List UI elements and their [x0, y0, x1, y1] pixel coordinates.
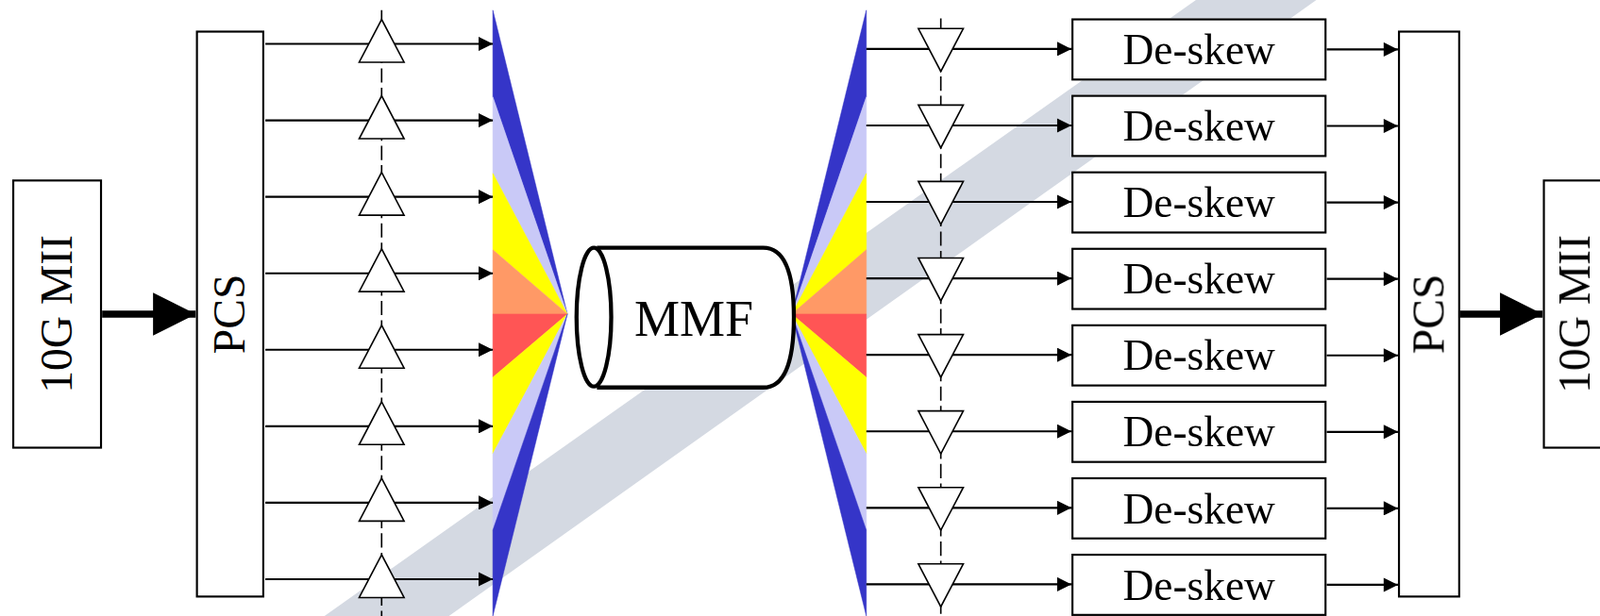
node-label: 10G MII — [1552, 235, 1599, 394]
fiber-label-node: MMF — [612, 267, 776, 370]
laser-driver-symbol — [359, 555, 405, 598]
fan-slice — [791, 173, 867, 315]
fan-slice — [492, 97, 568, 315]
node-label: PCS — [207, 274, 253, 355]
connector-arrow — [1326, 278, 1398, 281]
connector-arrow — [1326, 354, 1398, 357]
deskew-box: De-skew — [1071, 324, 1327, 388]
fan-slice — [791, 250, 867, 315]
fiber-cylinder — [576, 248, 794, 388]
connector-arrow — [1326, 431, 1398, 434]
node-label: De-skew — [1122, 28, 1275, 71]
receiver-amp-symbol — [918, 488, 964, 531]
node-label: De-skew — [1122, 257, 1275, 301]
fan-slice — [492, 250, 568, 315]
receiver-amp-symbol — [918, 257, 964, 301]
fan-slice — [492, 314, 568, 616]
deskew-box: De-skew — [1071, 17, 1327, 81]
lane-line — [866, 124, 1072, 127]
laser-driver-symbol — [359, 249, 405, 292]
receiver-amp-symbol — [918, 411, 964, 455]
node-label: MMF — [634, 292, 754, 344]
lane-line — [866, 277, 1072, 280]
connector-arrow — [1326, 124, 1398, 127]
node-label: De-skew — [1122, 104, 1275, 148]
deskew-box: De-skew — [1071, 554, 1327, 616]
deskew-box: De-skew — [1071, 401, 1327, 464]
beam-fan — [791, 10, 867, 616]
pcs-box: PCS — [1397, 30, 1461, 598]
connector-arrow — [1326, 507, 1398, 510]
deskew-box: De-skew — [1071, 95, 1327, 158]
interface-box: 10G MII — [12, 179, 102, 449]
node-label: De-skew — [1122, 181, 1275, 224]
node-label: 10G MII — [34, 235, 81, 394]
lane-line — [866, 583, 1072, 586]
fan-slice — [492, 10, 568, 315]
lane-line — [866, 48, 1072, 51]
connector-arrow — [1460, 310, 1544, 319]
signal-lines — [265, 10, 1072, 616]
laser-driver-symbol — [359, 19, 405, 63]
fan-slice — [791, 314, 867, 616]
deskew-box: De-skew — [1071, 477, 1327, 540]
laser-driver-symbol — [359, 172, 405, 216]
laser-driver-symbol — [359, 478, 405, 522]
lane-line — [866, 353, 1072, 356]
lane-line — [866, 201, 1072, 203]
deskew-box: De-skew — [1071, 248, 1327, 311]
node-label: PCS — [1406, 274, 1452, 355]
deskew-box: De-skew — [1071, 171, 1327, 235]
beam-fan — [492, 10, 568, 616]
connector-arrow — [1326, 584, 1398, 587]
receiver-amp-symbol — [918, 335, 964, 378]
pcs-box: PCS — [196, 30, 265, 598]
lane-line — [866, 430, 1072, 433]
node-label: De-skew — [1122, 410, 1275, 454]
connector-arrow — [101, 310, 196, 319]
fan-slice — [492, 173, 568, 315]
receiver-amp-symbol — [918, 28, 964, 71]
connector-arrow — [1326, 48, 1398, 51]
laser-driver-symbol — [359, 325, 405, 369]
fan-slice — [791, 97, 867, 315]
receiver-amp-symbol — [918, 564, 964, 607]
node-label: De-skew — [1122, 334, 1275, 377]
fan-slice — [791, 10, 867, 315]
receiver-amp-symbol — [918, 181, 964, 224]
node-label: De-skew — [1122, 563, 1275, 607]
node-label: De-skew — [1122, 487, 1275, 530]
interface-box: 10G MII — [1542, 179, 1600, 449]
laser-driver-symbol — [359, 402, 405, 445]
laser-driver-symbol — [359, 96, 405, 139]
lane-line — [866, 506, 1072, 509]
connector-arrow — [1326, 201, 1398, 203]
receiver-amp-symbol — [918, 104, 964, 148]
